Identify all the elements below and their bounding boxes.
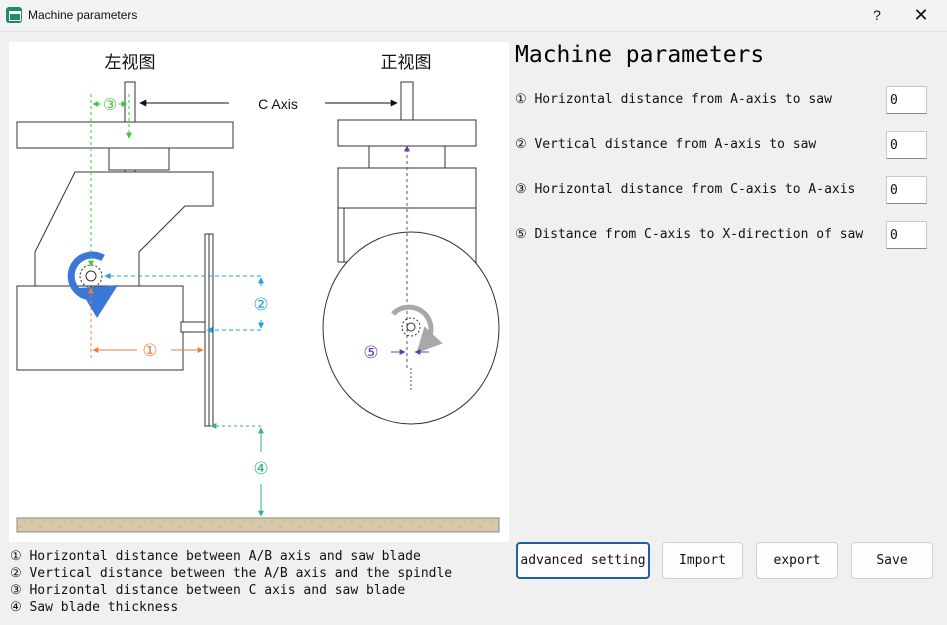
left-view-machine bbox=[16, 81, 234, 427]
c-axis-label: C Axis bbox=[258, 96, 298, 112]
import-button[interactable]: Import bbox=[662, 542, 743, 579]
window-title: Machine parameters bbox=[28, 8, 138, 22]
app-icon bbox=[6, 7, 22, 23]
help-button[interactable]: ? bbox=[873, 7, 881, 23]
marker-1: ① bbox=[142, 341, 157, 361]
legend-item-2: ② Vertical distance between the A/B axis… bbox=[10, 566, 453, 581]
a-axis-center-inner bbox=[85, 270, 97, 282]
param-row-2: ② Vertical distance from A-axis to saw bbox=[515, 131, 930, 161]
legend-item-1: ① Horizontal distance between A/B axis a… bbox=[10, 549, 421, 564]
marker-5: ⑤ bbox=[363, 343, 378, 363]
c-axis-rotation-arrow bbox=[391, 304, 443, 354]
param-label-2: ② Vertical distance from A-axis to saw bbox=[515, 137, 817, 152]
param-input-2[interactable] bbox=[886, 131, 927, 159]
param-label-1: ① Horizontal distance from A-axis to saw bbox=[515, 92, 832, 107]
legend-item-4: ④ Saw blade thickness bbox=[10, 600, 179, 615]
param-row-3: ③ Horizontal distance from C-axis to A-a… bbox=[515, 176, 930, 206]
param-label-3: ③ Horizontal distance from C-axis to A-a… bbox=[515, 182, 856, 197]
left-view-label: 左视图 bbox=[105, 53, 156, 73]
diagram-legend: ① Horizontal distance between A/B axis a… bbox=[10, 548, 510, 616]
save-button[interactable]: Save bbox=[851, 542, 933, 579]
close-button[interactable]: ✕ bbox=[913, 5, 929, 25]
marker-2: ② bbox=[253, 295, 268, 315]
param-row-5: ⑤ Distance from C-axis to X-direction of… bbox=[515, 221, 930, 251]
panel-title: Machine parameters bbox=[515, 42, 765, 68]
machine-diagram: 左视图 正视图 C Axis ③ ② bbox=[9, 42, 509, 542]
advanced-setting-button[interactable]: advanced setting bbox=[516, 542, 650, 579]
marker-4: ④ bbox=[253, 459, 268, 479]
marker-3: ③ bbox=[103, 95, 117, 114]
param-input-1[interactable] bbox=[886, 86, 927, 114]
param-row-1: ① Horizontal distance from A-axis to saw bbox=[515, 86, 930, 116]
param-input-3[interactable] bbox=[886, 176, 927, 204]
c-axis-center-inner bbox=[406, 322, 416, 332]
diagram-svg: 左视图 正视图 C Axis ③ ② bbox=[16, 53, 500, 533]
floor bbox=[16, 517, 500, 533]
param-input-5[interactable] bbox=[886, 221, 927, 249]
title-bar: Machine parameters ? ✕ bbox=[0, 0, 947, 32]
front-view-label: 正视图 bbox=[381, 53, 432, 73]
param-label-5: ⑤ Distance from C-axis to X-direction of… bbox=[515, 227, 864, 242]
legend-item-3: ③ Horizontal distance between C axis and… bbox=[10, 583, 406, 598]
export-button[interactable]: export bbox=[756, 542, 838, 579]
